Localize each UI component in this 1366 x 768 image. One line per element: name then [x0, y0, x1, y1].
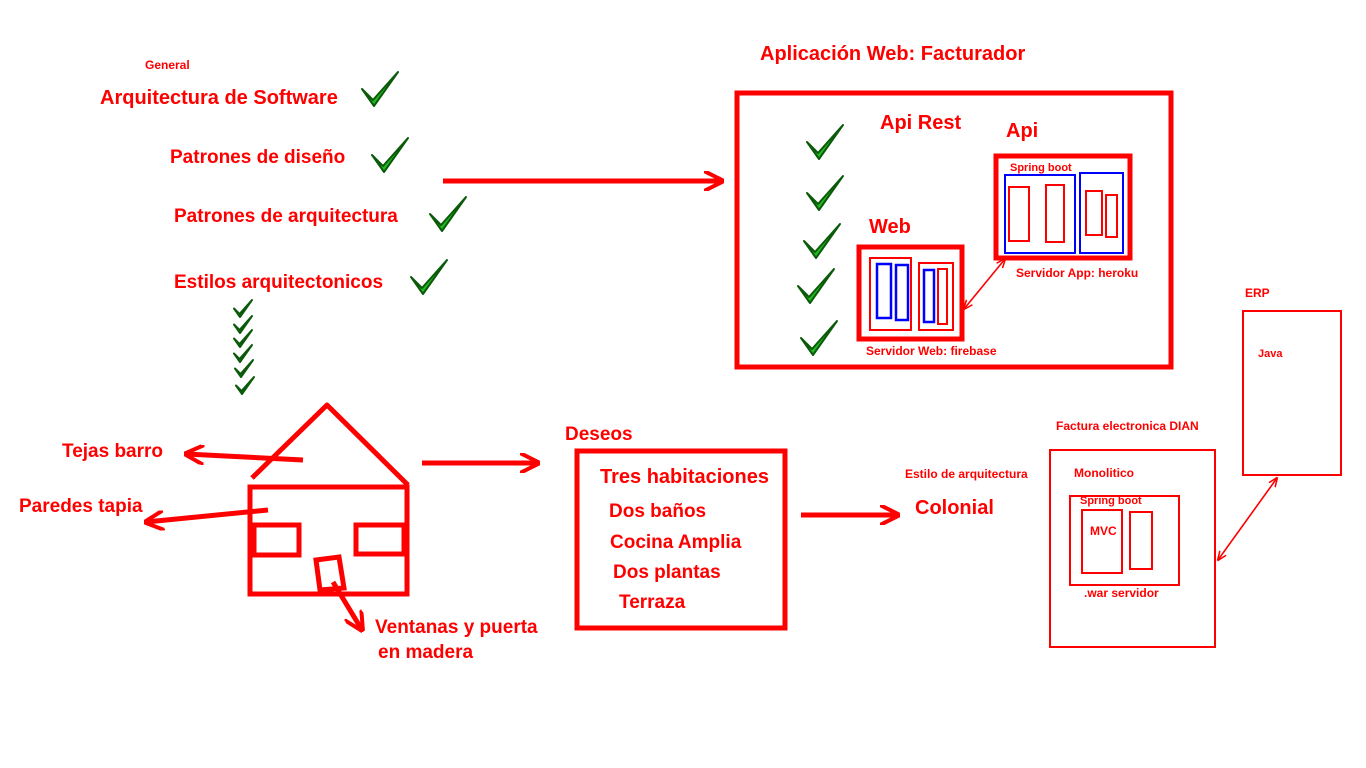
wish-item-5: Terraza [619, 592, 686, 613]
dian-erp-link [1218, 478, 1277, 560]
wish-item-4: Dos plantas [613, 562, 721, 583]
wishes-title: Deseos [565, 424, 633, 445]
mvc-box [1081, 509, 1123, 574]
wish-item-3: Cocina Amplia [610, 532, 742, 553]
green-checkmark-icon [410, 259, 448, 295]
web-inner-blue-3 [922, 268, 936, 324]
green-checkmark-icon [233, 329, 253, 348]
green-checkmark-icon [233, 344, 253, 363]
door-arrow [330, 580, 362, 630]
web-inner-red-4 [937, 268, 948, 325]
green-checkmark-icon [800, 320, 838, 356]
web-component-right [918, 262, 954, 331]
monolith-label: Monolitico [1074, 466, 1134, 480]
roof-label: Tejas barro [62, 441, 164, 462]
green-checkmark-icon [797, 268, 835, 304]
java-label: Java [1258, 348, 1283, 360]
web-inner-blue-1 [875, 262, 893, 320]
dian-spring-boot-label: Spring boot [1080, 495, 1142, 507]
web-inner-blue-2 [894, 263, 910, 322]
api-component-4 [1105, 194, 1118, 238]
green-checkmark-icon [235, 376, 255, 395]
wishes-box [574, 448, 788, 631]
list-item-architecture-styles: Estilos arquitectonicos [174, 272, 384, 293]
windows-label-line1: Ventanas y puerta [375, 617, 538, 638]
windows-label-line2: en madera [378, 642, 474, 663]
walls-label: Paredes tapia [19, 496, 143, 517]
api-inner-blue-right [1079, 172, 1124, 254]
dian-component-box [1129, 511, 1153, 570]
roof-arrow [186, 454, 304, 460]
api-component-2 [1045, 184, 1065, 243]
webapp-box [734, 90, 1174, 370]
green-checkmark-icon [429, 196, 467, 232]
green-checkmark-icon [233, 299, 253, 318]
server-web-label: Servidor Web: firebase [866, 344, 997, 358]
spring-boot-box [1069, 495, 1180, 586]
green-checkmark-icon [806, 175, 844, 211]
erp-label: ERP [1245, 286, 1270, 300]
green-checkmark-icon [803, 223, 841, 259]
api-component-1 [1008, 186, 1030, 242]
green-checkmark-icon [806, 124, 844, 160]
wish-item-1: Tres habitaciones [600, 466, 769, 488]
api-label: Api [1006, 120, 1039, 142]
green-checkmark-icon [233, 315, 253, 334]
wish-item-2: Dos baños [609, 501, 707, 522]
api-server-box [993, 153, 1133, 261]
house-door [313, 554, 347, 593]
list-item-architecture: Arquitectura de Software [100, 87, 338, 109]
green-checkmark-icon [371, 137, 409, 173]
api-rest-label: Api Rest [880, 112, 962, 134]
dian-box [1049, 449, 1216, 648]
list-item-architecture-patterns: Patrones de arquitectura [174, 206, 398, 227]
green-checkmark-icon [234, 359, 254, 378]
war-label: .war servidor [1084, 586, 1159, 600]
style-value: Colonial [915, 497, 994, 519]
web-server-box [856, 244, 965, 342]
style-label: Estilo de arquitectura [905, 467, 1028, 481]
web-api-link [964, 259, 1005, 309]
web-label: Web [869, 216, 911, 238]
house-roof [250, 402, 410, 487]
walls-arrow [146, 507, 269, 522]
webapp-title: Aplicación Web: Facturador [760, 43, 1026, 65]
erp-box [1242, 310, 1342, 476]
house-walls [247, 484, 410, 597]
api-component-3 [1085, 190, 1103, 236]
list-item-design-patterns: Patrones de diseño [170, 147, 346, 168]
api-inner-blue-left [1004, 174, 1076, 254]
green-checkmark-icon [361, 71, 399, 107]
house-window-left [251, 522, 302, 558]
general-heading: General [145, 58, 190, 72]
house-window-right [353, 522, 407, 557]
web-component-left [869, 257, 912, 331]
dian-title: Factura electronica DIAN [1056, 419, 1199, 433]
api-spring-boot-label: Spring boot [1010, 162, 1072, 174]
mvc-label: MVC [1090, 524, 1117, 538]
server-app-label: Servidor App: heroku [1016, 266, 1139, 280]
